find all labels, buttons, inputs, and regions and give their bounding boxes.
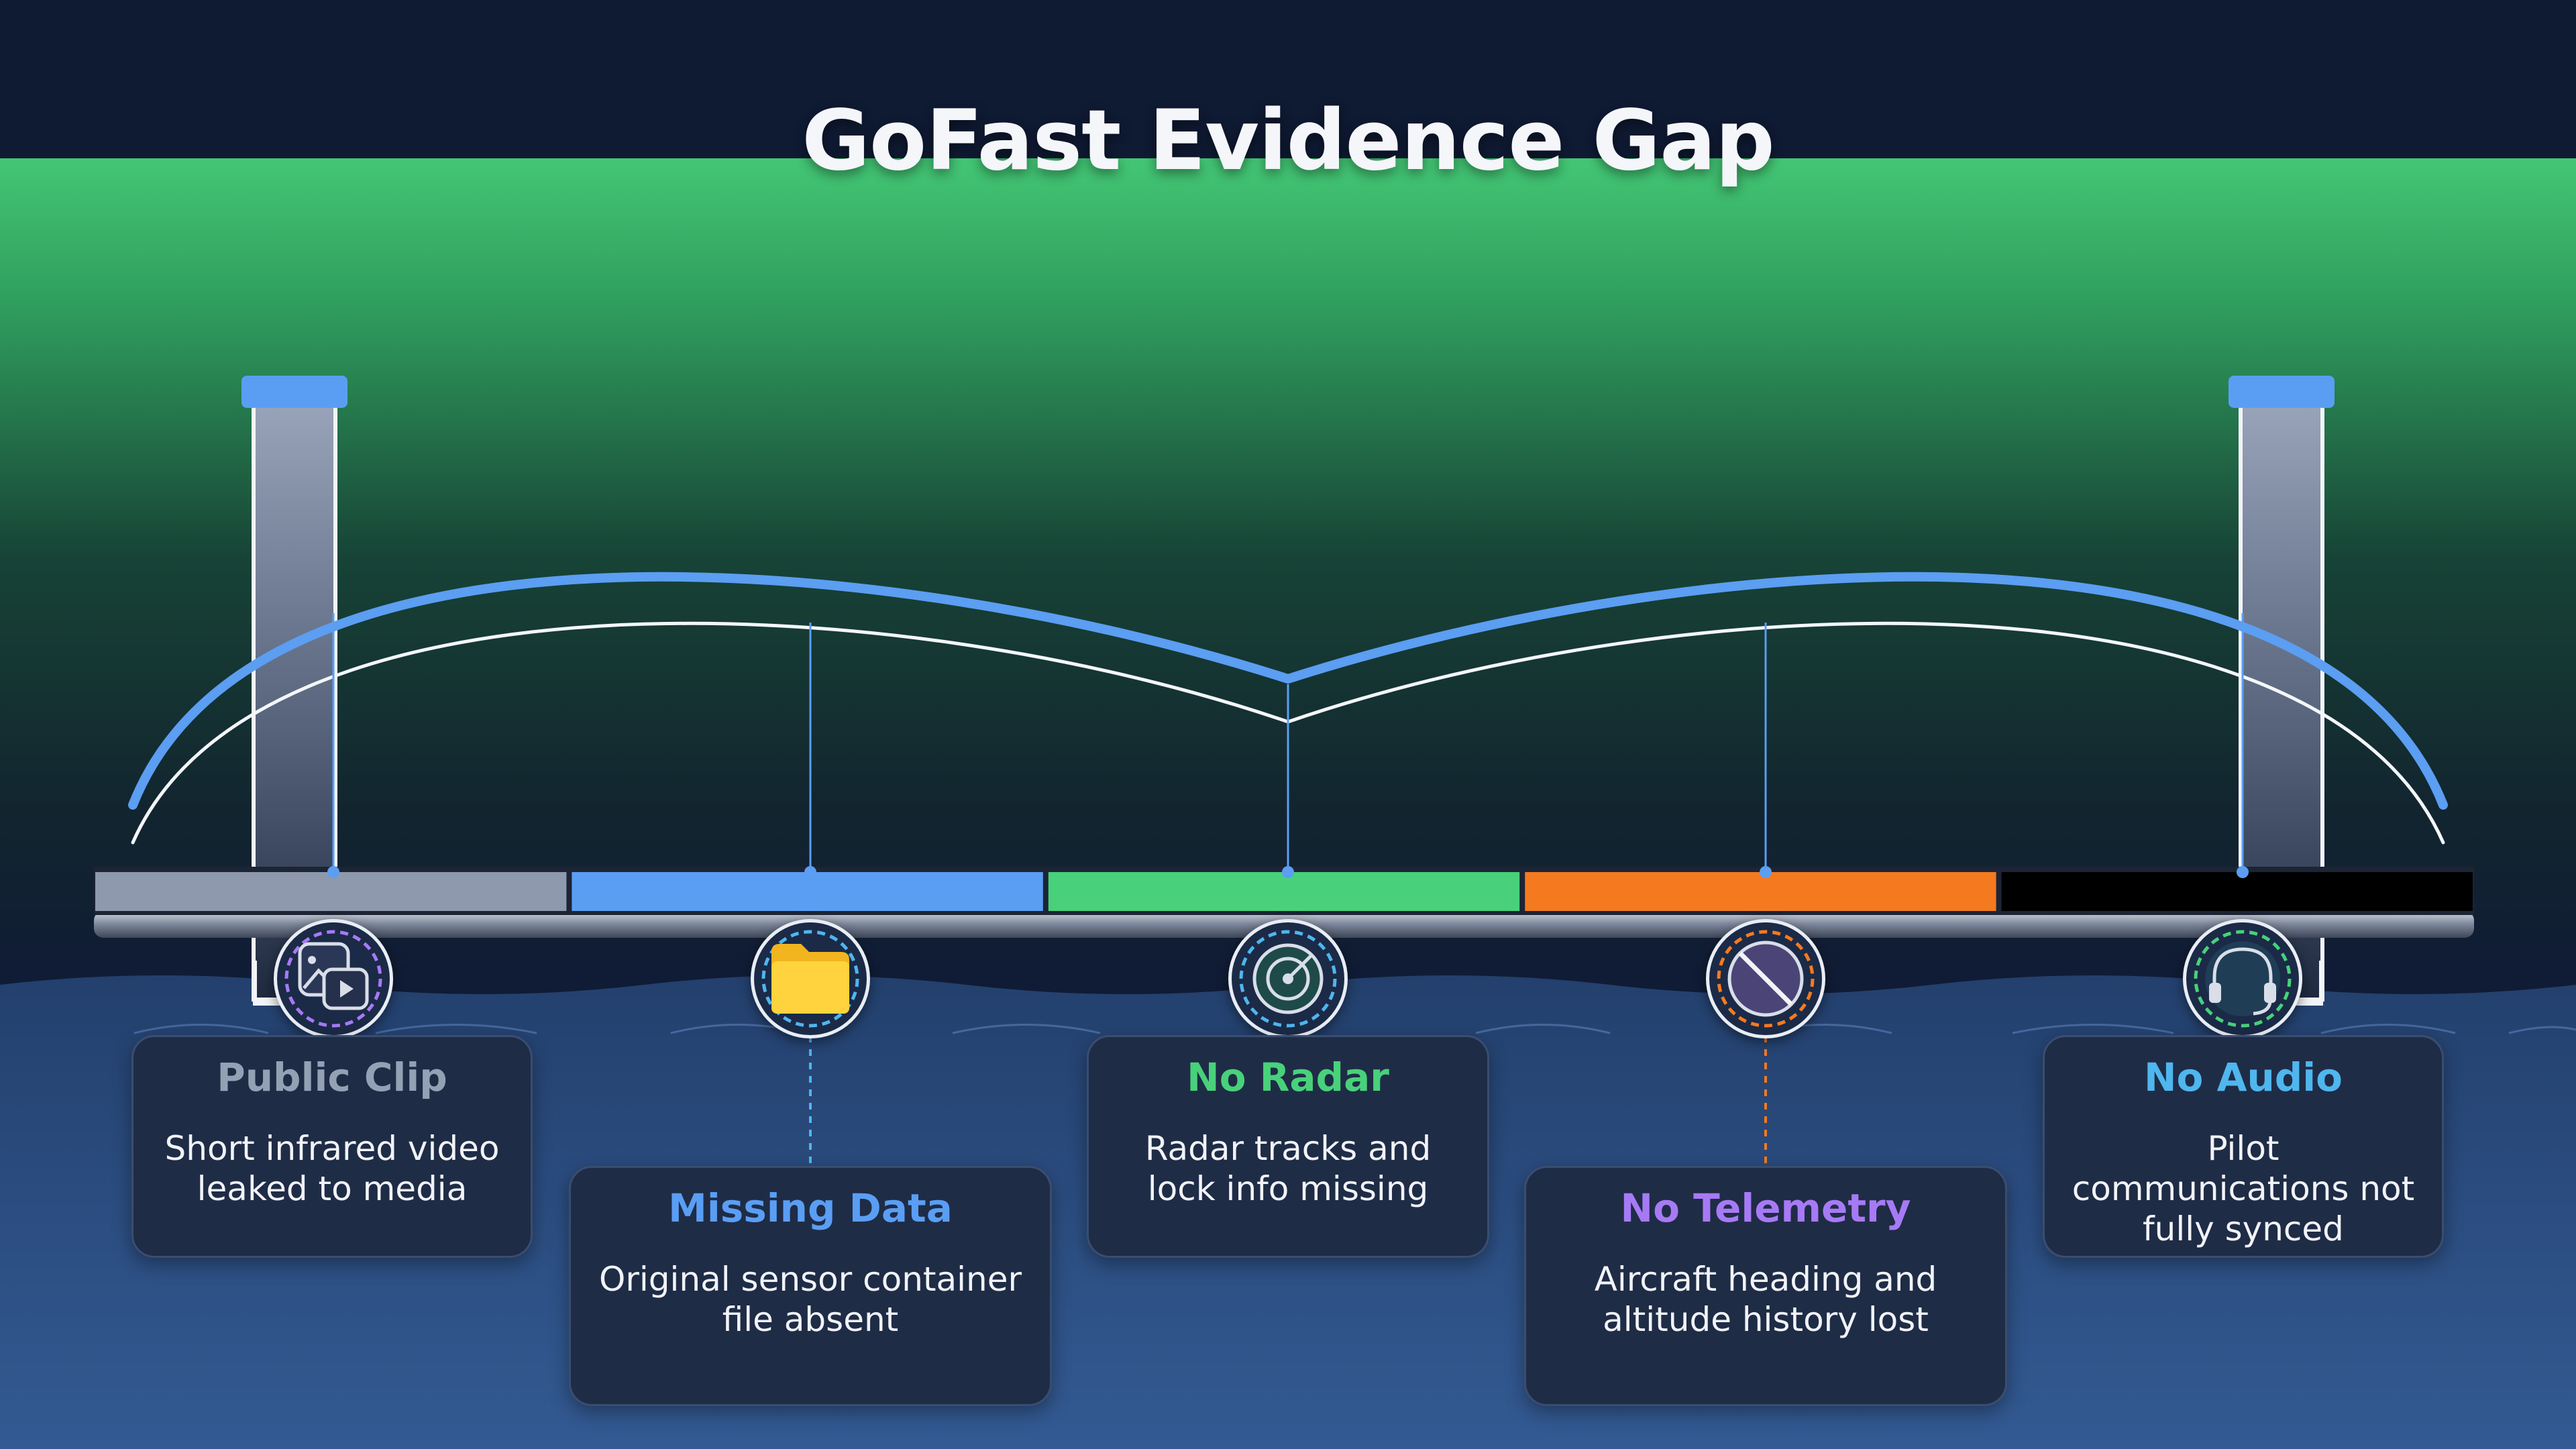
card-title: No Audio — [2143, 1055, 2343, 1100]
card-missing-data: Missing Data Original sensor container f… — [569, 1166, 1052, 1406]
card-body: Short infrared video leaked to media — [164, 1129, 500, 1208]
radar-icon — [1239, 930, 1337, 1028]
page-title: GoFast Evidence Gap — [802, 93, 1775, 189]
card-no-radar: No Radar Radar tracks and lock info miss… — [1087, 1035, 1489, 1258]
night-band — [0, 0, 2576, 161]
headset-icon — [2194, 930, 2292, 1028]
suspender-lines — [332, 613, 2244, 872]
deck-segment — [1048, 872, 1520, 911]
card-body: Original sensor container file absent — [598, 1260, 1022, 1339]
deck-segments — [95, 872, 2473, 911]
card-title: No Telemetry — [1620, 1185, 1911, 1231]
deck-segment — [572, 872, 1043, 911]
card-title: No Radar — [1187, 1055, 1389, 1100]
deck-segment — [2001, 872, 2473, 911]
card-body: Aircraft heading and altitude history lo… — [1594, 1260, 1937, 1339]
public-clip-badge — [274, 919, 393, 1038]
no-radar-badge — [1228, 919, 1348, 1038]
deck-joints — [327, 866, 2249, 878]
folder-icon — [761, 930, 859, 1028]
card-body: Radar tracks and lock info missing — [1144, 1129, 1432, 1208]
card-public-clip: Public Clip Short infrared video leaked … — [131, 1035, 533, 1258]
no-telemetry-icon — [1717, 930, 1815, 1028]
card-title: Missing Data — [668, 1185, 953, 1231]
main-cable — [128, 572, 2448, 810]
card-no-audio: No Audio Pilot communications not fully … — [2043, 1035, 2444, 1258]
video-image-icon — [284, 930, 382, 1028]
no-audio-badge — [2183, 919, 2302, 1038]
missing-data-badge — [751, 919, 870, 1038]
card-title: Public Clip — [217, 1055, 447, 1100]
card-body: Pilot communications not fully synced — [2072, 1129, 2415, 1248]
no-telemetry-badge — [1706, 919, 1825, 1038]
deck-segment — [95, 872, 567, 911]
deck-segment — [1525, 872, 1996, 911]
card-no-telemetry: No Telemetry Aircraft heading and altitu… — [1524, 1166, 2007, 1406]
